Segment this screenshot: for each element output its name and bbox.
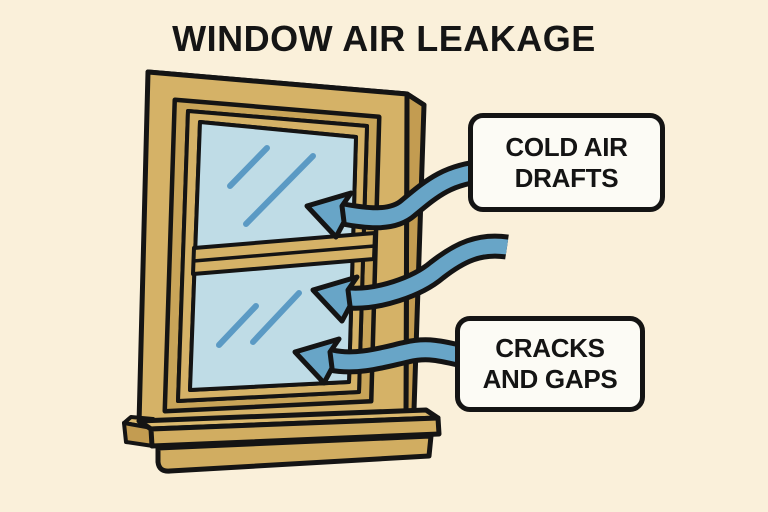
glass-reflection-upper-2	[243, 153, 316, 227]
meeting-rail-divider-line	[193, 244, 375, 263]
arrow-head	[310, 274, 360, 324]
glass-reflection-upper-1	[227, 145, 270, 189]
glass-reflection-lower-2	[250, 290, 302, 345]
arrow-head	[304, 190, 354, 240]
arrow-body	[341, 163, 487, 226]
label-line: CRACKS	[495, 333, 605, 363]
sill-front-face	[148, 415, 442, 449]
draft-arrow-top-icon	[304, 158, 488, 240]
arrow-body	[348, 238, 509, 306]
arrow-body	[329, 342, 474, 370]
label-line: DRAFTS	[514, 162, 619, 193]
page-title: WINDOW AIR LEAKAGE	[172, 18, 596, 59]
draft-arrow-middle-icon	[310, 233, 509, 324]
draft-arrow-bottom-icon	[292, 336, 475, 386]
arrow-head	[292, 336, 342, 386]
label-cold-air-drafts: COLD AIR DRAFTS	[468, 113, 665, 212]
glass-reflection-lower-1	[216, 303, 259, 348]
label-line: COLD AIR	[505, 131, 628, 162]
label-line: AND GAPS	[482, 364, 618, 394]
sill-apron	[155, 433, 434, 474]
label-cracks-and-gaps: CRACKS AND GAPS	[455, 316, 645, 412]
